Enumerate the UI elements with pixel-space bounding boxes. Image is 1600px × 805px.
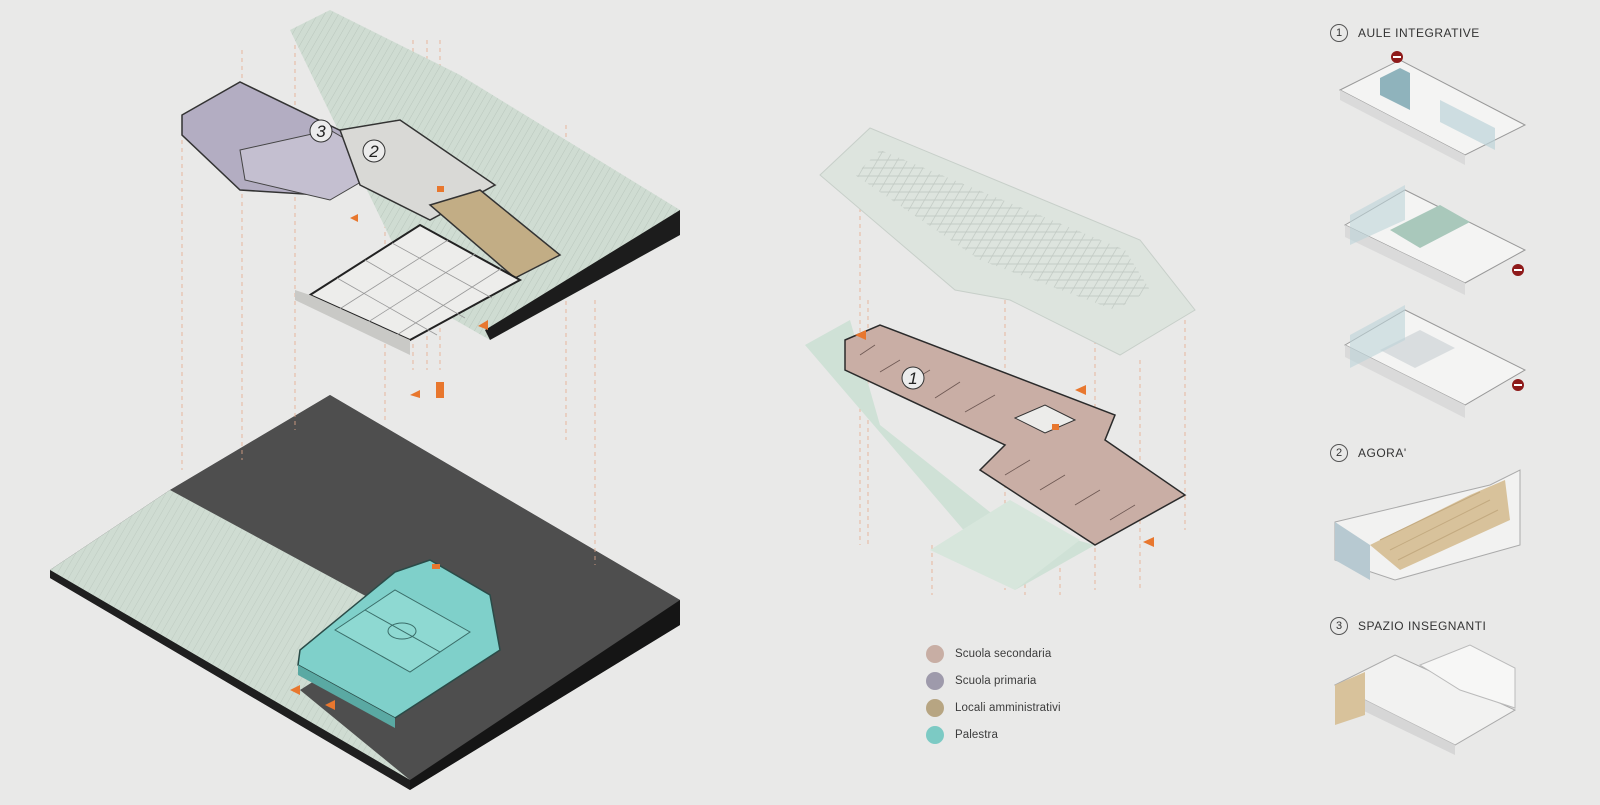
room-wall xyxy=(1345,225,1465,295)
no-entry-bar xyxy=(1514,269,1522,271)
terrain-contours xyxy=(50,490,410,780)
panel-number: 2 xyxy=(1330,444,1348,462)
legend-item-amministrativi: Locali amministrativi xyxy=(926,694,1146,721)
no-entry-bar xyxy=(1393,56,1401,58)
classroom-area xyxy=(1380,330,1455,368)
panel-number: 1 xyxy=(1330,24,1348,42)
room-partition xyxy=(1418,644,1516,709)
no-entry-bar xyxy=(1514,384,1522,386)
legend-swatch xyxy=(926,698,944,717)
legend-label: Palestra xyxy=(955,728,998,741)
aule-integrative-vignette-2 xyxy=(1343,185,1527,295)
entrance-marker xyxy=(1075,385,1086,395)
entrance-marker xyxy=(1143,537,1154,547)
entrance-marker xyxy=(855,330,866,340)
plan-marker-1 xyxy=(901,366,925,390)
panel-heading-agora: 2 AGORA' xyxy=(1330,444,1407,462)
glass-partition xyxy=(1440,100,1495,150)
panel-heading-spazio-insegnanti: 3 SPAZIO INSEGNANTI xyxy=(1330,617,1486,635)
legend-swatch xyxy=(926,671,944,690)
entrance-marker xyxy=(290,685,300,695)
dark-slab-top xyxy=(50,395,680,780)
legend-item-palestra: Palestra xyxy=(926,721,1146,748)
entrance-marker xyxy=(410,390,420,398)
plan-label-3: 3 xyxy=(316,122,326,141)
slab-edge xyxy=(50,570,410,790)
glass-partition xyxy=(1380,68,1410,110)
room-floor-green xyxy=(1390,205,1470,248)
room-wall xyxy=(1340,90,1465,165)
void-grid xyxy=(336,239,503,339)
aule-integrative-vignette-3 xyxy=(1343,305,1527,418)
lift-core xyxy=(432,564,440,569)
roof-layer xyxy=(819,127,1196,356)
step-lines xyxy=(1379,491,1499,561)
timber-wall xyxy=(1335,672,1365,725)
court-midline xyxy=(364,609,441,653)
roof-pv-grid xyxy=(855,150,1150,310)
legend-swatch xyxy=(926,725,944,744)
plan-marker-2 xyxy=(362,139,386,163)
aule-integrative-vignette-1 xyxy=(1338,51,1527,165)
court-center-circle xyxy=(387,622,417,640)
plan-marker-3 xyxy=(309,119,333,143)
plan-label-2: 2 xyxy=(368,142,379,161)
color-legend: Scuola secondaria Scuola primaria Locali… xyxy=(926,640,1146,748)
panel-title: SPAZIO INSEGNANTI xyxy=(1358,619,1487,633)
lift-core xyxy=(437,186,444,192)
panel-title: AGORA' xyxy=(1358,446,1407,460)
glass-partition xyxy=(1350,305,1405,368)
legend-swatch xyxy=(926,644,944,663)
wall-section xyxy=(295,290,410,355)
plan-label-1: 1 xyxy=(908,369,917,388)
ground-level-block xyxy=(50,395,680,790)
terrain-secondaria-front xyxy=(930,500,1080,590)
legend-item-primaria: Scuola primaria xyxy=(926,667,1146,694)
slab-edge-right xyxy=(410,600,680,790)
spazio-insegnanti-vignette xyxy=(1333,644,1517,755)
glass-front xyxy=(1335,522,1370,580)
panel-number: 3 xyxy=(1330,617,1348,635)
agora-vignette xyxy=(1334,469,1521,581)
legend-label: Scuola secondaria xyxy=(955,647,1052,660)
secondary-school-floor: 1 xyxy=(805,320,1187,590)
legend-item-secondaria: Scuola secondaria xyxy=(926,640,1146,667)
legend-label: Locali amministrativi xyxy=(955,701,1061,714)
terrain-upper-contours xyxy=(290,10,680,340)
locali-amministrativi-zone xyxy=(428,189,562,279)
courtyard-void xyxy=(1013,404,1077,434)
terrain-edge xyxy=(485,210,680,340)
entrance-marker xyxy=(478,320,488,330)
lift-core-marker xyxy=(436,382,444,398)
palestra-wall xyxy=(298,665,395,728)
panel-heading-aule-integrative: 1 AULE INTEGRATIVE xyxy=(1330,24,1480,42)
panel-title: AULE INTEGRATIVE xyxy=(1358,26,1480,40)
upper-floor-block: 3 2 xyxy=(181,10,680,355)
room-wall xyxy=(1345,345,1465,418)
lift-core xyxy=(1052,424,1059,430)
entrance-marker xyxy=(350,214,358,222)
entrance-marker xyxy=(325,700,335,710)
legend-label: Scuola primaria xyxy=(955,674,1037,687)
terrain-secondaria xyxy=(805,320,1095,590)
glass-partition xyxy=(1350,185,1405,245)
